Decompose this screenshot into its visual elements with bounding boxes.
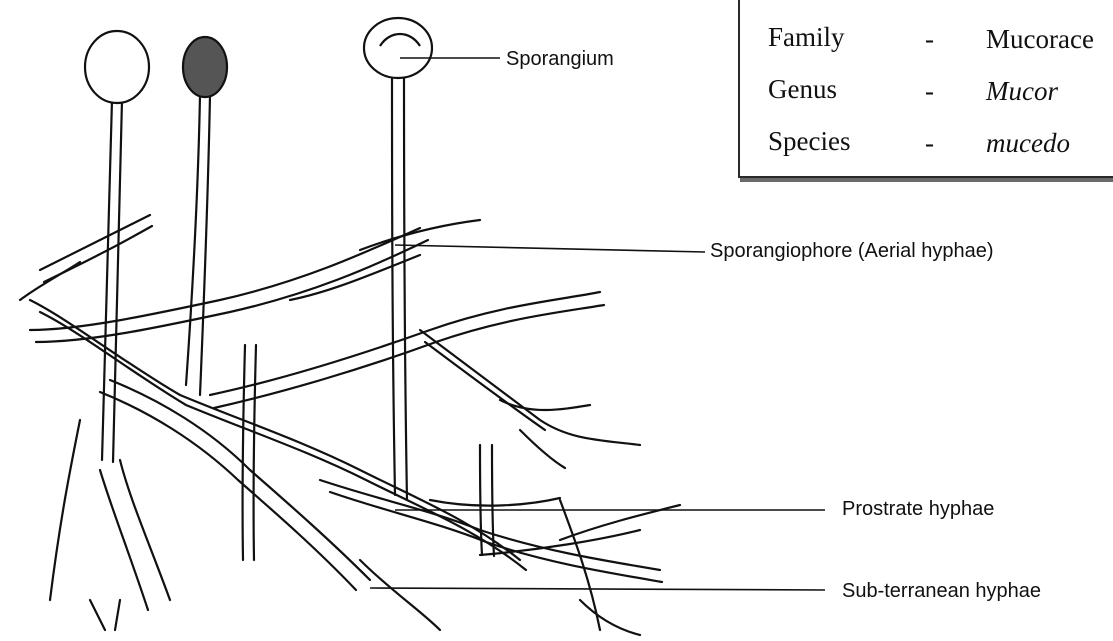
sporangiophore-leader bbox=[395, 245, 705, 252]
rank-genus: Genus bbox=[768, 74, 837, 105]
sporangium-1 bbox=[85, 31, 149, 103]
name-genus: Mucor bbox=[986, 76, 1058, 107]
name-species: mucedo bbox=[986, 128, 1070, 159]
rank-species: Species bbox=[768, 126, 850, 157]
sporangium-3 bbox=[364, 18, 432, 78]
hyphae-drawing bbox=[20, 70, 680, 635]
label-subterranean-hyphae: Sub-terranean hyphae bbox=[842, 580, 1041, 603]
dash-genus: - bbox=[925, 76, 934, 107]
dash-family: - bbox=[925, 24, 934, 55]
sporangium-2 bbox=[183, 37, 227, 97]
name-family: Mucorace bbox=[986, 24, 1094, 55]
label-sporangiophore: Sporangiophore (Aerial hyphae) bbox=[710, 240, 994, 263]
rank-family: Family bbox=[768, 22, 845, 53]
label-sporangium: Sporangium bbox=[506, 48, 614, 71]
sporangia bbox=[85, 18, 432, 103]
dash-species: - bbox=[925, 128, 934, 159]
subterranean-leader bbox=[370, 588, 825, 590]
label-prostrate-hyphae: Prostrate hyphae bbox=[842, 498, 994, 521]
